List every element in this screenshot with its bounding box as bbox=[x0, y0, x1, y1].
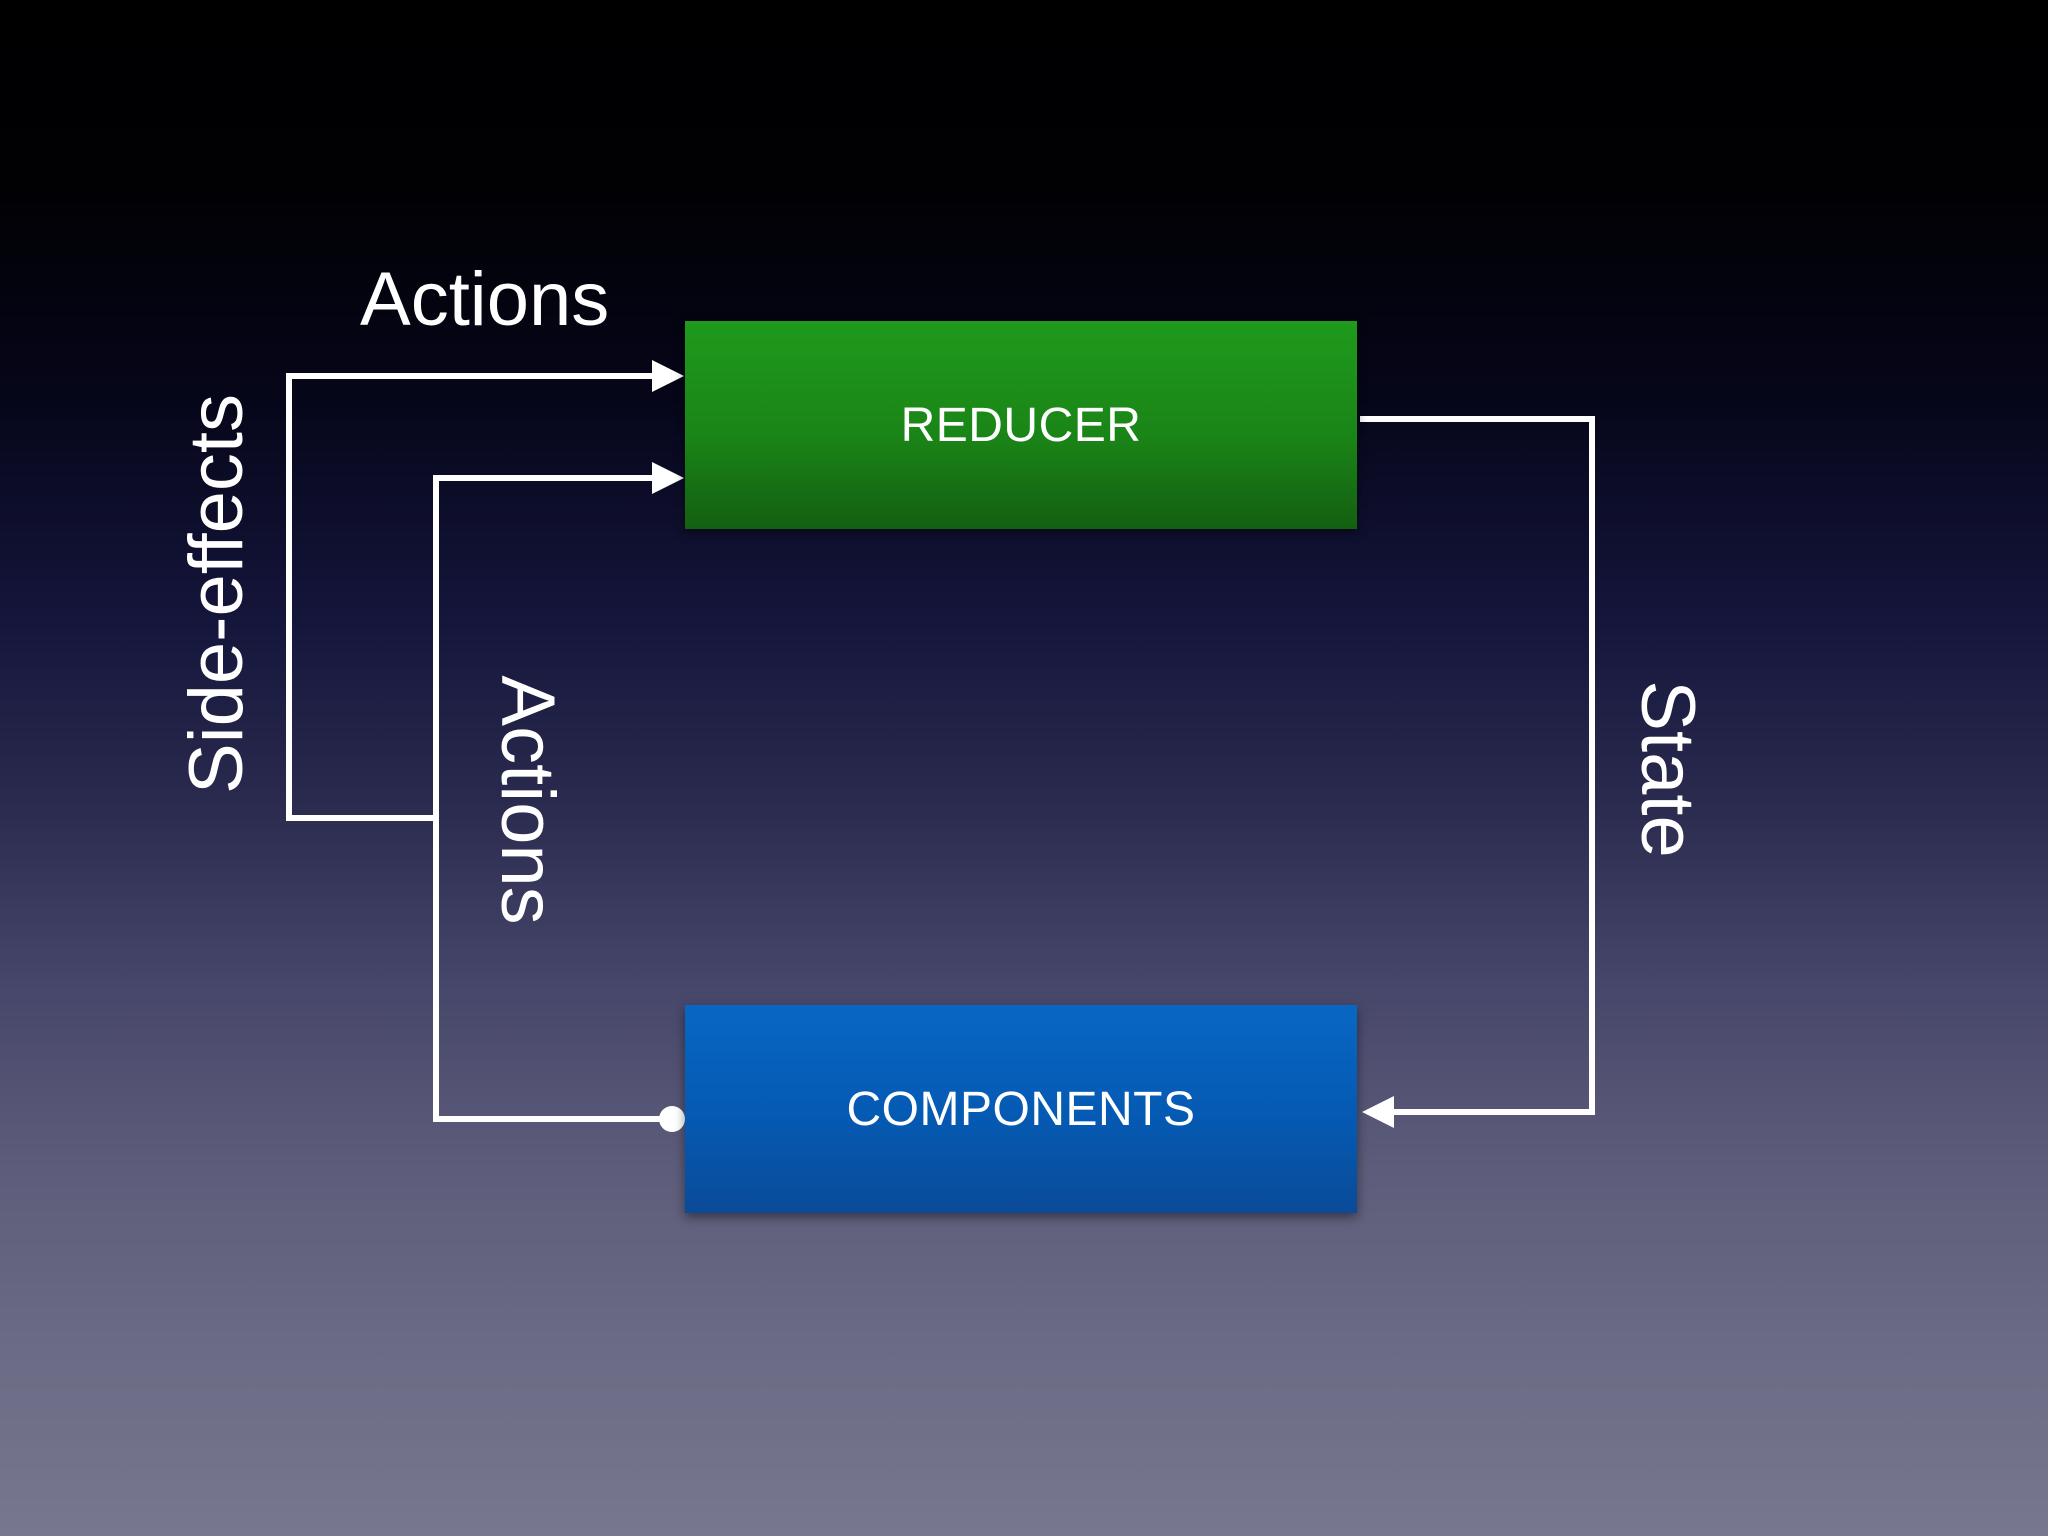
side-effects-arrowhead bbox=[652, 360, 684, 392]
side-effects-connector bbox=[286, 373, 660, 821]
reducer-box: REDUCER bbox=[685, 321, 1357, 529]
reducer-label: REDUCER bbox=[900, 398, 1142, 452]
actions-top-label: Actions bbox=[360, 257, 610, 342]
state-connector bbox=[1360, 416, 1595, 1115]
components-label: COMPONENTS bbox=[846, 1082, 1196, 1136]
components-box: COMPONENTS bbox=[685, 1005, 1357, 1213]
state-arrowhead bbox=[1362, 1096, 1394, 1128]
components-origin-dot bbox=[659, 1106, 685, 1132]
actions-connector bbox=[433, 475, 670, 1122]
actions-arrowhead bbox=[652, 462, 684, 494]
state-label: State bbox=[1625, 680, 1710, 858]
side-effects-label: Side-effects bbox=[174, 394, 259, 794]
actions-side-label: Actions bbox=[485, 675, 570, 925]
